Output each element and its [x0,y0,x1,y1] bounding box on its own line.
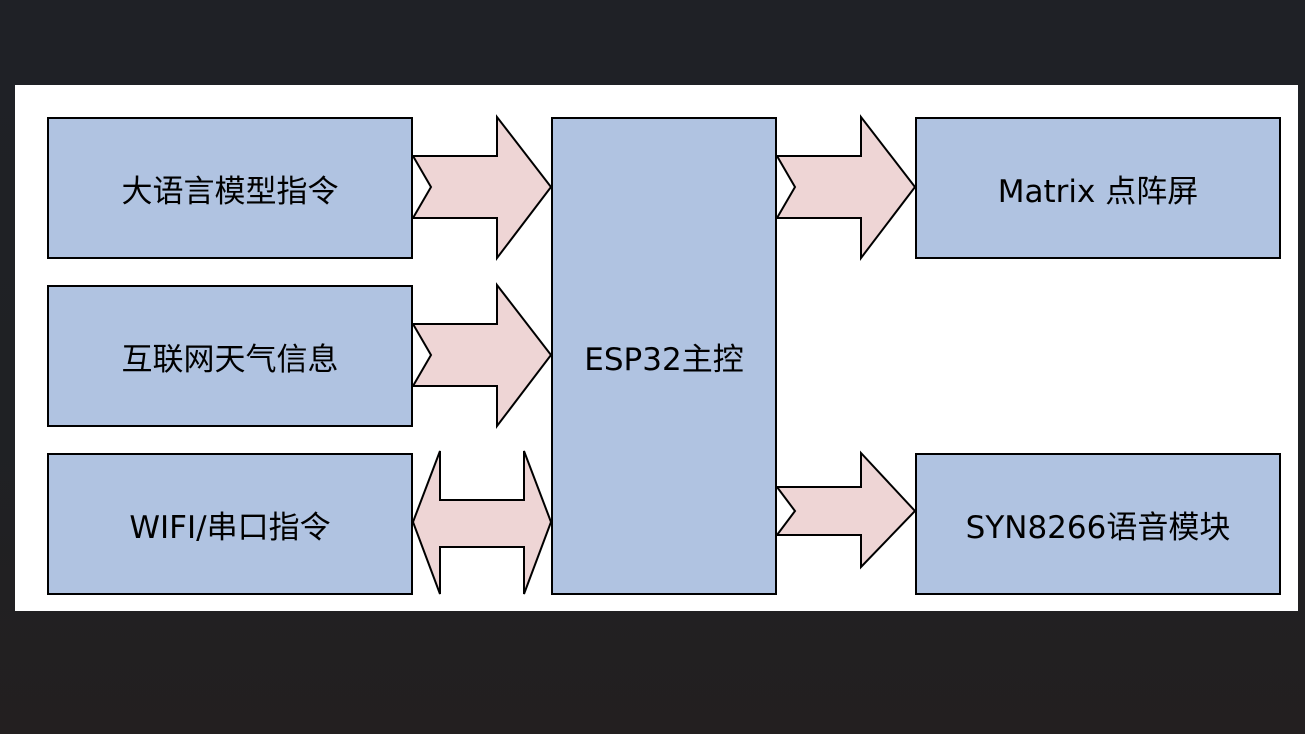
internet-weather-label: 互联网天气信息 [121,341,339,378]
llm-to-esp32-arrow [411,114,553,261]
llm-command-label: 大语言模型指令 [121,173,339,210]
internet-weather-block: 互联网天气信息 [47,285,413,427]
syn8266-voice-block: SYN8266语音模块 [915,453,1281,595]
wifi-serial-block: WIFI/串口指令 [47,453,413,595]
esp32-controller-block: ESP32主控 [551,117,777,595]
esp32-controller-label: ESP32主控 [584,341,744,378]
weather-to-esp32-arrow [411,282,553,429]
llm-command-block: 大语言模型指令 [47,117,413,259]
wifi-serial-label: WIFI/串口指令 [129,509,331,546]
esp32-to-syn8266-arrow [775,450,917,570]
matrix-display-block: Matrix 点阵屏 [915,117,1281,259]
wifi-esp32-bidirectional-arrow [411,450,553,595]
syn8266-voice-label: SYN8266语音模块 [965,509,1231,546]
esp32-to-matrix-arrow [775,114,917,261]
matrix-display-label: Matrix 点阵屏 [997,173,1199,210]
